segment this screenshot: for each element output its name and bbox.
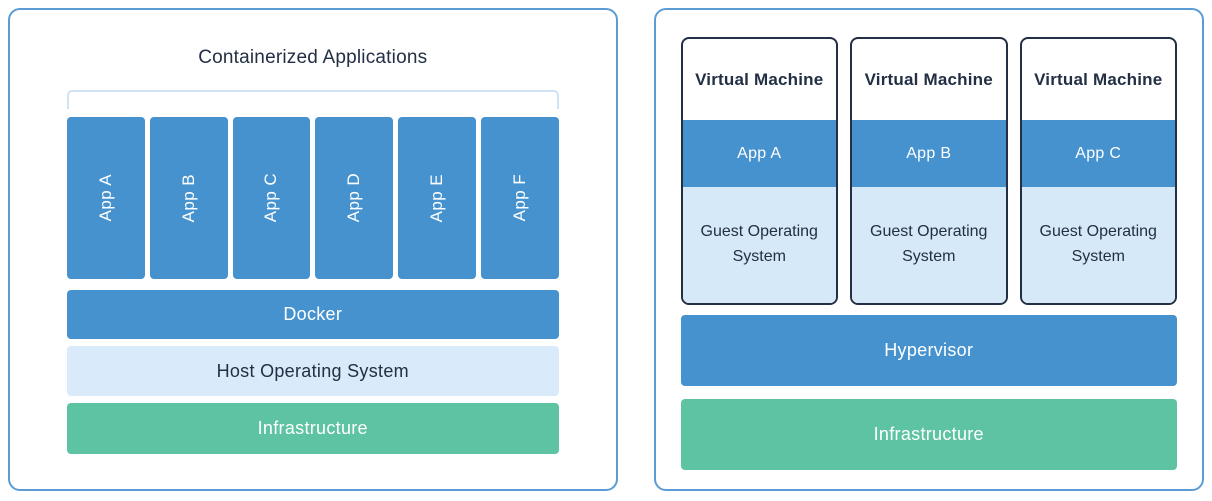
app-column-d: App D	[315, 117, 393, 279]
apps-group-bracket	[67, 90, 559, 109]
vm-title-3: Virtual Machine	[1034, 69, 1163, 89]
infrastructure-layer-right: Infrastructure	[680, 399, 1177, 470]
app-label-e: App E	[426, 173, 446, 223]
containers-title: Containerized Applications	[198, 47, 428, 68]
vm-app-1: App A	[682, 120, 836, 187]
app-label-d: App D	[344, 173, 364, 223]
app-label-b: App B	[178, 173, 198, 223]
vm-guest-os-1: Guest Operating System	[682, 187, 836, 303]
infrastructure-label-left: Infrastructure	[257, 418, 368, 438]
vm-app-3: App C	[1021, 120, 1175, 187]
docker-label: Docker	[283, 304, 343, 324]
app-column-c: App C	[232, 117, 311, 279]
app-label-c: App C	[261, 173, 281, 223]
app-column-e: App E	[398, 117, 476, 279]
host-os-label: Host Operating System	[216, 360, 409, 381]
vm-guest-os-2: Guest Operating System	[852, 187, 1006, 303]
virtual-machines-panel: Virtual Machine App A Guest Operating Sy…	[653, 8, 1204, 491]
apps-row: App A App B App C App D App E App F	[67, 117, 559, 279]
hypervisor-label: Hypervisor	[884, 340, 974, 360]
hypervisor-layer: Hypervisor	[680, 315, 1177, 386]
vm-title-1: Virtual Machine	[695, 69, 824, 89]
vm-row: Virtual Machine App A Guest Operating Sy…	[680, 37, 1177, 305]
vm-title-2: Virtual Machine	[864, 69, 993, 89]
vm-card-2: Virtual Machine App B Guest Operating Sy…	[850, 37, 1008, 305]
vm-app-2: App B	[852, 120, 1006, 187]
vm-card-3: Virtual Machine App C Guest Operating Sy…	[1019, 37, 1177, 305]
app-label-a: App A	[95, 174, 115, 222]
host-os-layer: Host Operating System	[67, 346, 559, 396]
infrastructure-label-right: Infrastructure	[873, 424, 984, 444]
containers-panel: Containerized Applications App A App B A…	[8, 8, 618, 491]
app-column-b: App B	[149, 117, 228, 279]
app-label-f: App F	[509, 174, 529, 222]
app-column-a: App A	[67, 117, 145, 279]
vm-card-1: Virtual Machine App A Guest Operating Sy…	[680, 37, 838, 305]
vm-guest-os-3: Guest Operating System	[1021, 187, 1175, 303]
infrastructure-layer-left: Infrastructure	[67, 403, 559, 454]
app-column-f: App F	[480, 117, 559, 279]
docker-layer: Docker	[67, 290, 559, 339]
